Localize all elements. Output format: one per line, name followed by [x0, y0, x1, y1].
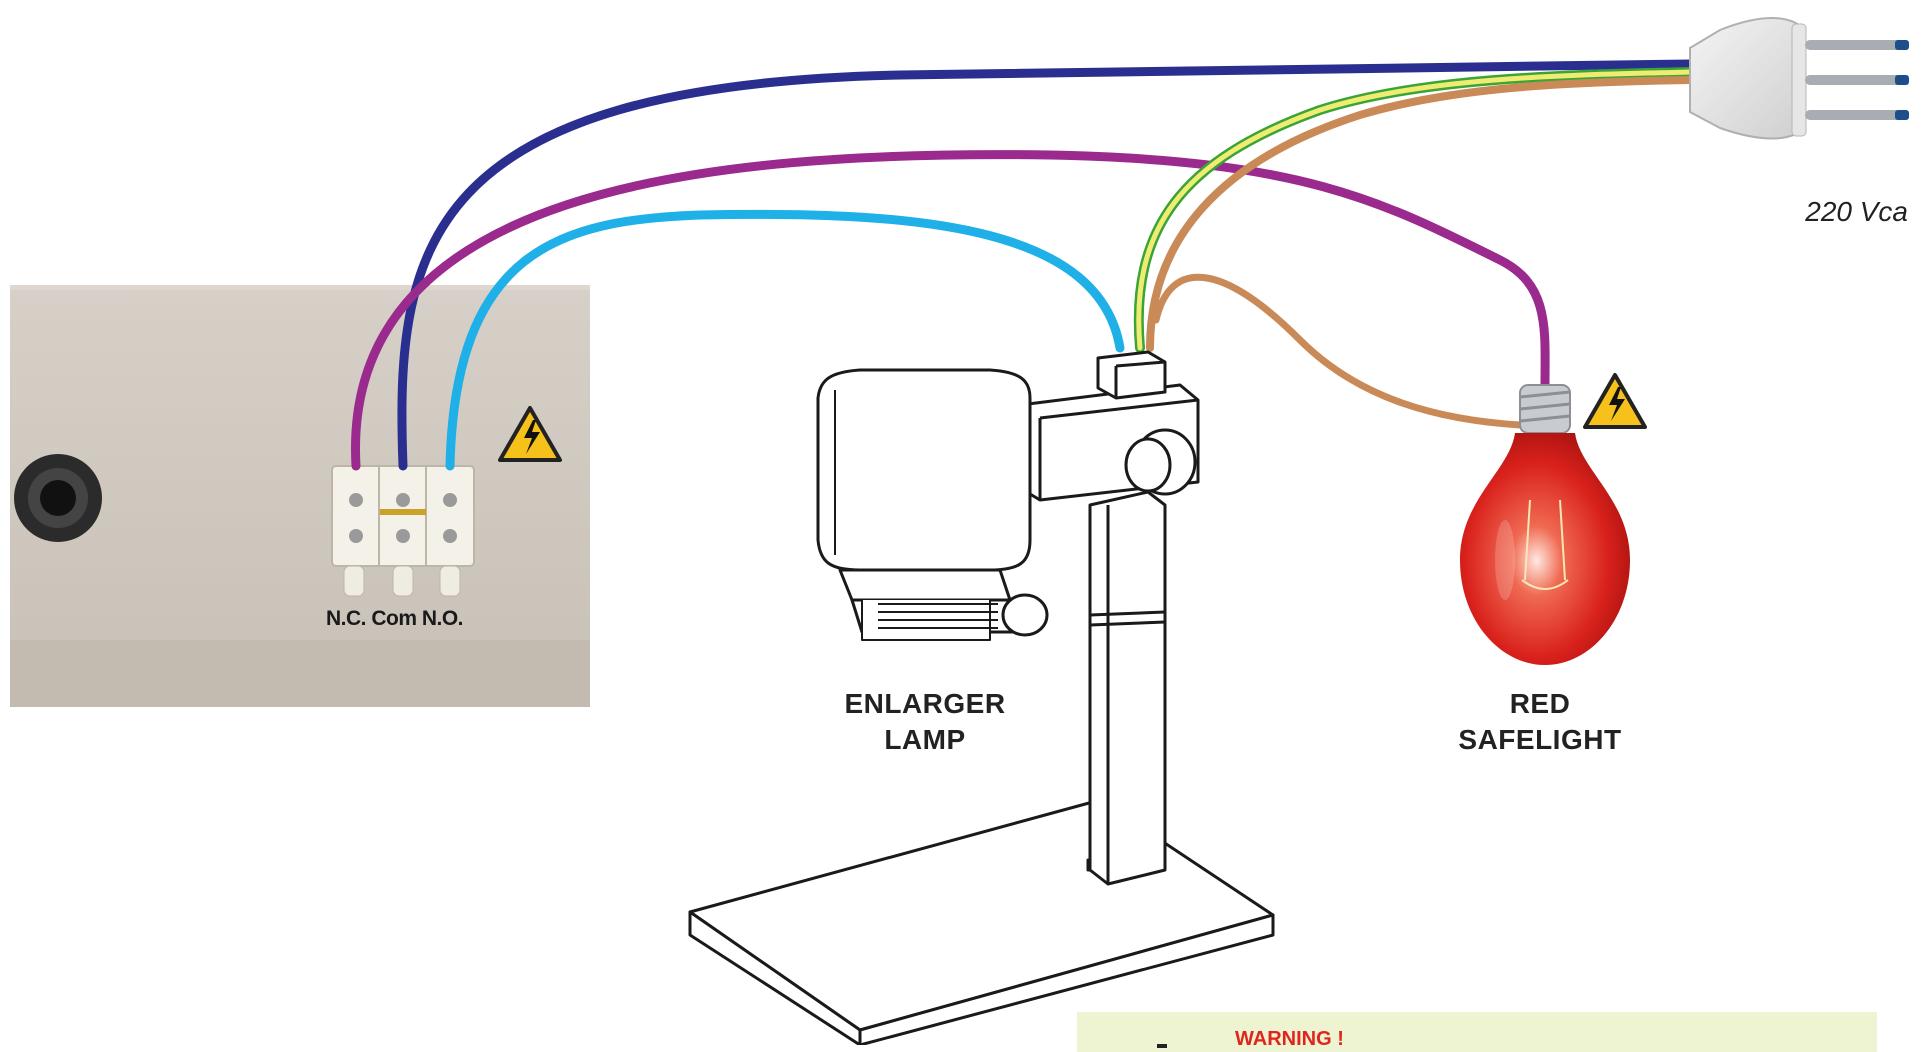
high-voltage-warning-icon	[1583, 373, 1647, 429]
safelight-label-line-2: SAFELIGHT	[1458, 724, 1622, 755]
terminal-block[interactable]	[331, 465, 475, 597]
wire-brown	[1146, 76, 1694, 352]
wires	[351, 59, 1695, 471]
warning-title: WARNING !	[1235, 1028, 1344, 1050]
enlarger-label-line-2: LAMP	[884, 724, 966, 755]
enlarger-lamp-label: ENLARGER LAMP	[790, 686, 1060, 758]
wire-brown-safelight	[1152, 273, 1524, 429]
safelight-label-line-1: RED	[1509, 688, 1571, 719]
wire-dark-blue	[397, 59, 1695, 471]
enlarger-icon	[688, 350, 1275, 1045]
high-voltage-warning-icon	[498, 406, 562, 462]
wire-light-blue	[445, 209, 1125, 471]
timer-housing	[10, 285, 590, 707]
enlarger-label-line-1: ENLARGER	[844, 688, 1006, 719]
wire-earth	[1133, 67, 1695, 353]
bulb-icon	[1460, 384, 1630, 665]
wire-purple	[351, 150, 1550, 471]
terminal-block-label: N.C. Com N.O.	[326, 607, 464, 630]
warning-box: WARNING !	[1077, 1012, 1877, 1052]
red-safelight-label: RED SAFELIGHT	[1420, 686, 1660, 758]
voltage-label: 220 Vca	[1805, 196, 1908, 227]
plug-icon	[1689, 17, 1909, 140]
jack-socket	[14, 454, 102, 542]
